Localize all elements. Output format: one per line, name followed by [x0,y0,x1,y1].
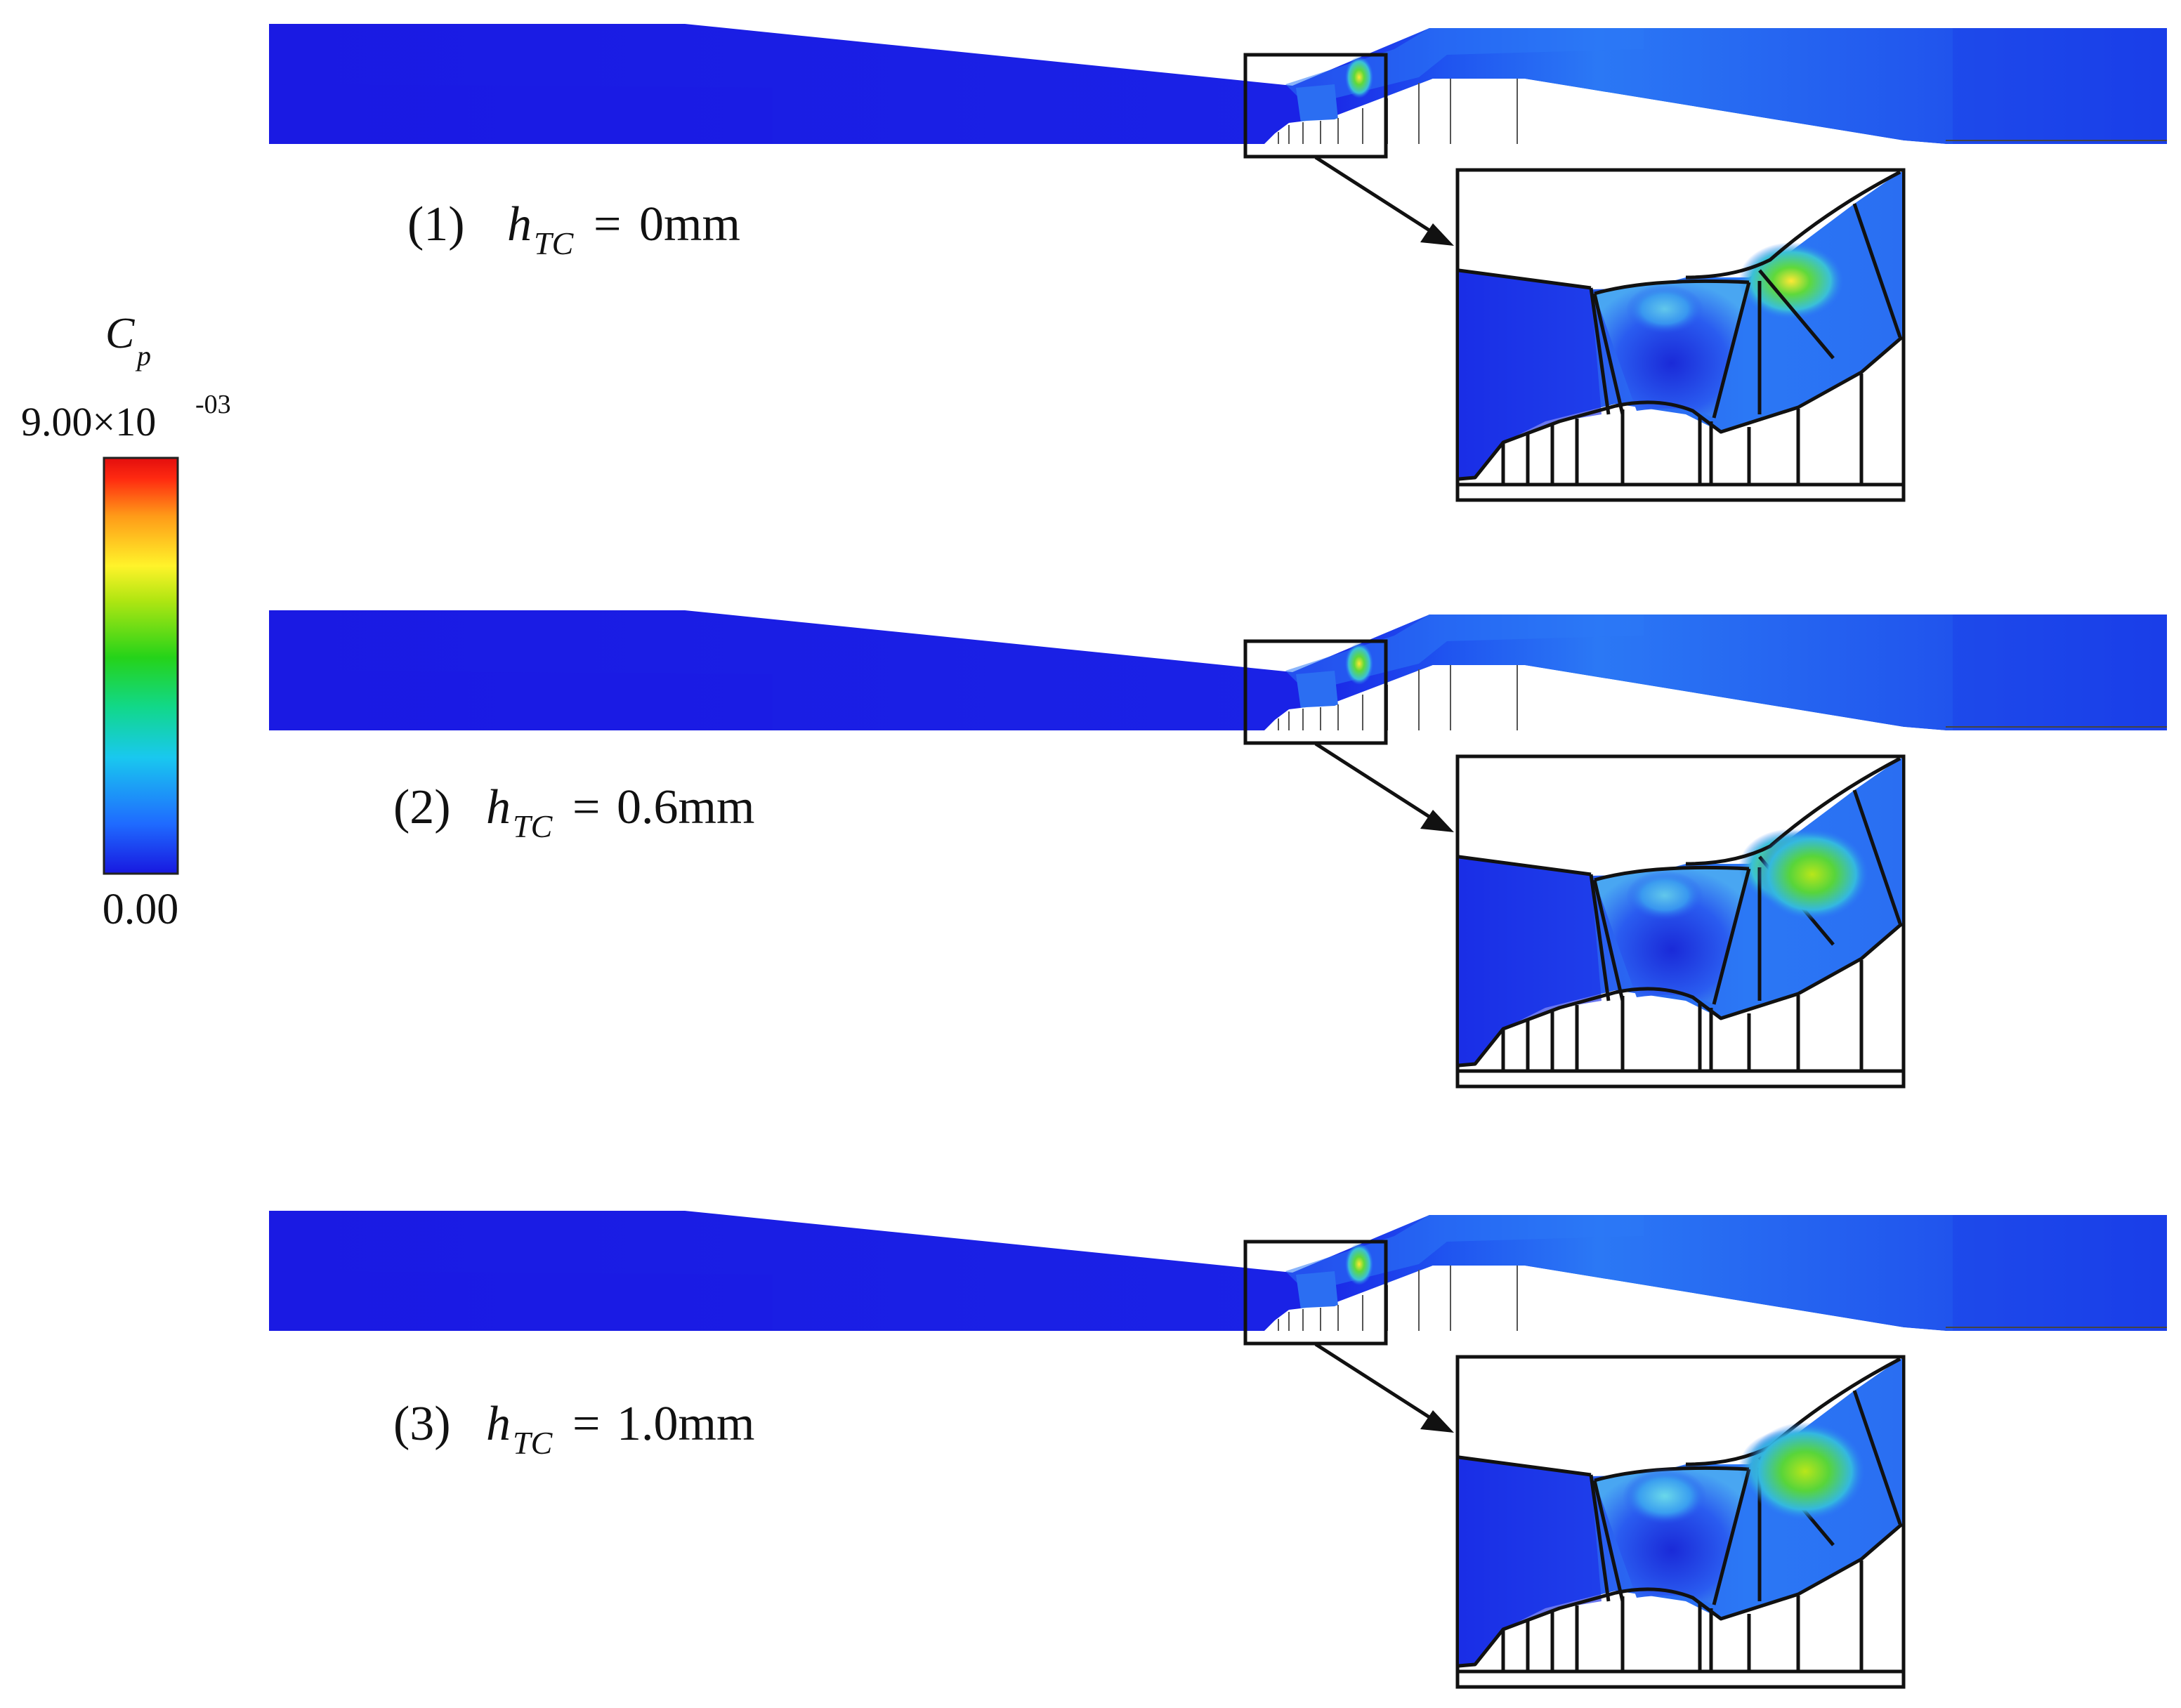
case-panel-2: (2) h TC = 0.6mm [269,610,2167,1086]
case-1-contour-plot [269,24,2167,500]
case-3-number: (3) [393,1397,451,1451]
case-3-value: 1.0mm [617,1397,754,1451]
legend-min-label: 0.00 [103,886,179,933]
case-panel-3: (3) h TC = 1.0mm [269,1211,2167,1687]
case-3-equals: = [572,1397,600,1451]
case-panel-1: (1) h TC = 0mm [269,24,2167,500]
case-2-value: 0.6mm [617,780,754,834]
case-2-hotspot [1756,829,1868,920]
case-2-label: (2) h TC = 0.6mm [393,780,754,844]
case-2-equals: = [572,780,600,834]
case-3-rotor-hotspot [1623,1468,1707,1524]
case-2-subscript: TC [513,808,554,844]
case-1-label: (1) h TC = 0mm [407,197,740,261]
case-1-number: (1) [407,197,465,251]
case-3-contour-plot [269,1211,2167,1687]
case-3-symbol: h [486,1397,511,1451]
case-1-equals: = [594,197,621,251]
case-3-label: (3) h TC = 1.0mm [393,1397,754,1461]
colorbar [103,456,179,875]
case-3-subscript: TC [513,1425,554,1461]
legend-variable: C [105,310,135,357]
colorbar-legend: C p 9.00×10 -03 0.00 [21,310,231,933]
legend-max-label: 9.00×10 [21,399,156,445]
case-1-value: 0mm [639,197,740,251]
legend-max-exponent: -03 [195,390,231,419]
case-1-symbol: h [507,197,532,251]
case-2-symbol: h [486,780,511,834]
case-3-hotspot [1746,1422,1865,1520]
legend-variable-subscript: p [135,340,151,372]
case-2-number: (2) [393,780,451,834]
case-2-contour-plot [269,610,2167,1086]
case-1-subscript: TC [534,225,575,261]
